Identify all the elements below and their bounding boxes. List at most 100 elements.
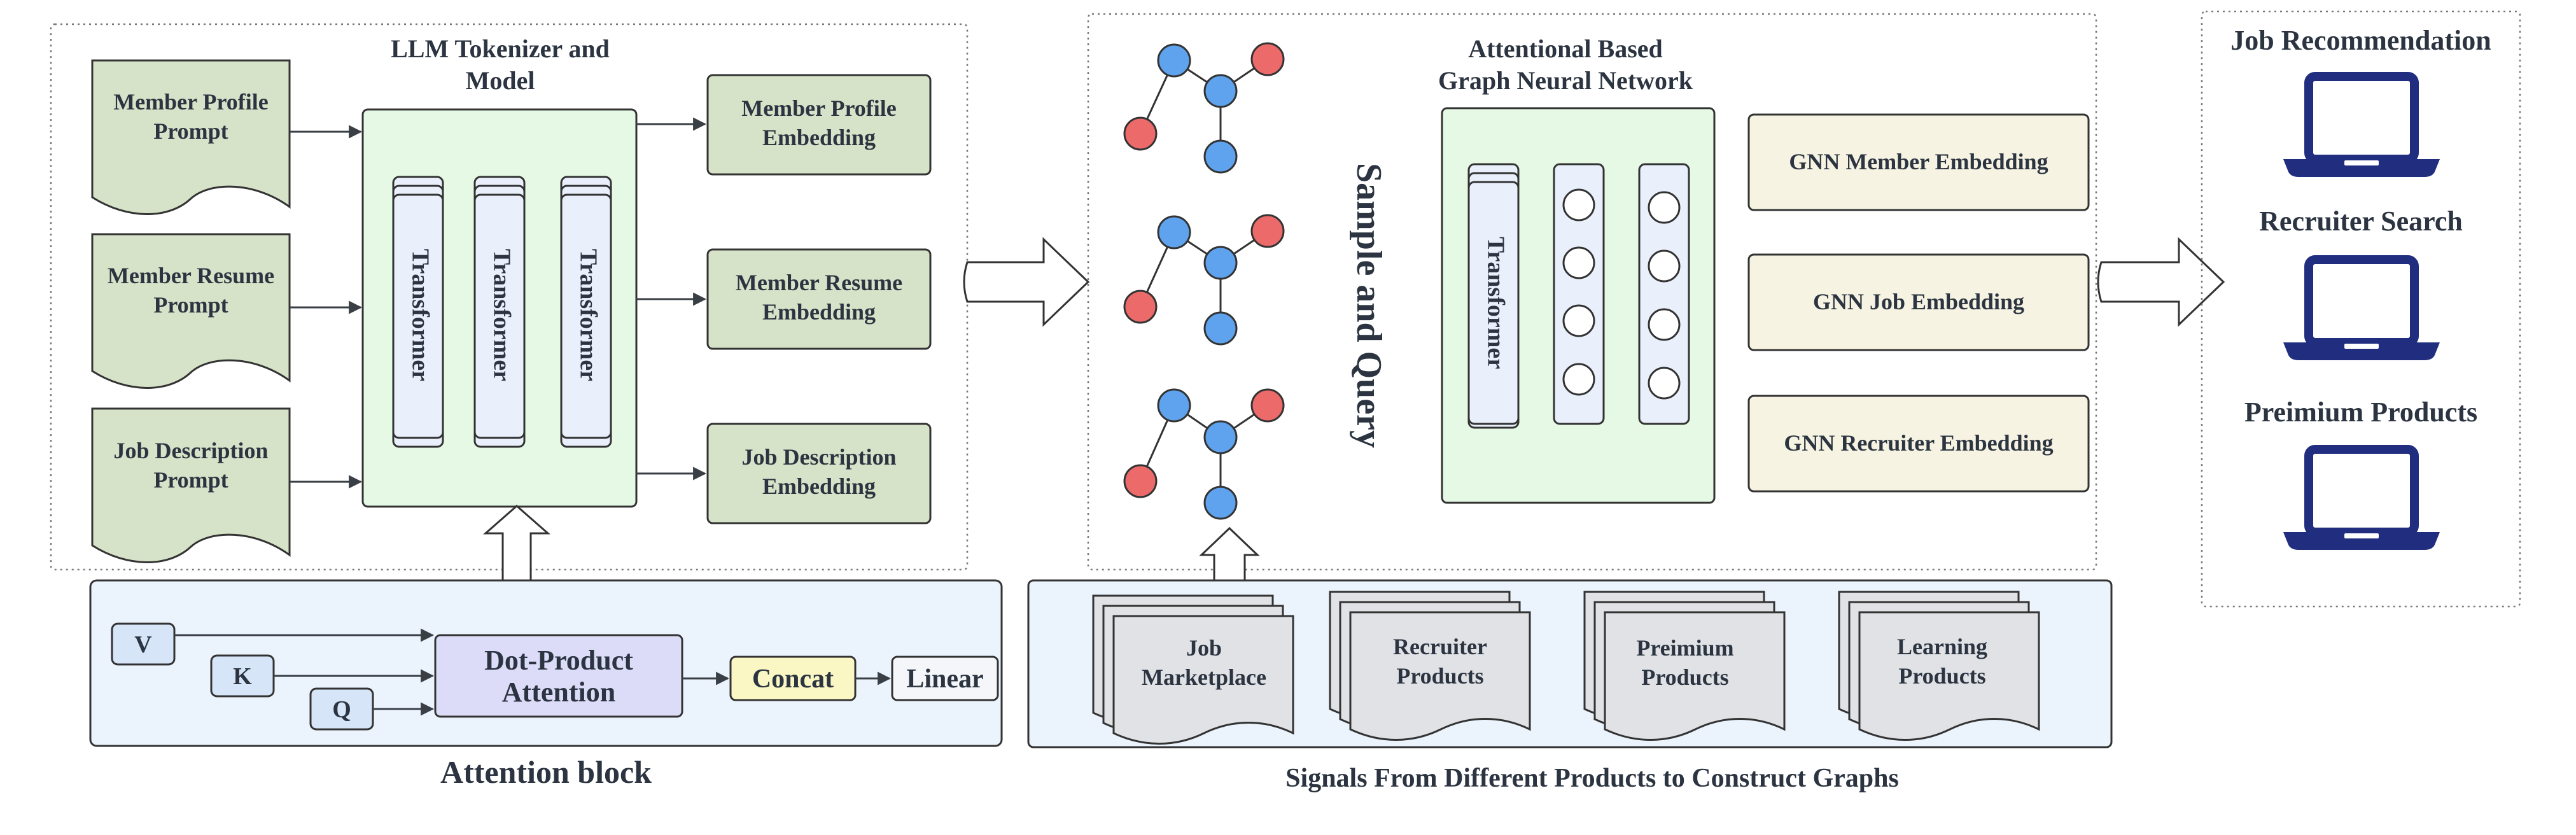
laptop-icon (2283, 255, 2440, 360)
graph-node (1157, 388, 1191, 423)
graph-node (1203, 486, 1238, 520)
up-arrow-signals-to-graphs (1199, 526, 1260, 582)
prompt-label-line2: Prompt (153, 118, 228, 144)
product-label-line2: Marketplace (1142, 664, 1266, 690)
gnn-embedding-label: GNN Recruiter Embedding (1784, 430, 2053, 456)
graph-node (1123, 290, 1158, 324)
gnn-recruiter-embedding: GNN Recruiter Embedding (1747, 395, 2090, 493)
laptop-icon (2283, 72, 2440, 177)
neuron (1562, 246, 1595, 279)
graph-node (1123, 464, 1158, 498)
embedding-label-line2: Embedding (762, 474, 876, 499)
graph-node (1250, 214, 1285, 248)
app-label-recruiter-search: Recruiter Search (2259, 206, 2463, 237)
llm-transformer-2: Transformer (473, 176, 526, 448)
embedding-label-line1: Member Resume (736, 270, 902, 295)
signals-caption: Signals From Different Products to Const… (1285, 764, 1899, 793)
attention-block-caption: Attention block (440, 754, 652, 790)
gnn-embedding-label: GNN Member Embedding (1789, 149, 2048, 174)
product-label-line1: Preimium (1636, 635, 1733, 661)
product-label-line2: Products (1898, 663, 1985, 689)
app-label-job-recommendation: Job Recommendation (2230, 25, 2491, 56)
prompt-member-resume: Member Resume Prompt (91, 233, 291, 389)
gnn-title-line1: Attentional Based (1468, 34, 1663, 63)
graph-node (1203, 139, 1238, 174)
attention-q-box: Q (309, 687, 374, 731)
gnn-transformer: Transformer (1467, 163, 1520, 429)
attention-k-box: K (210, 654, 275, 698)
prompt-label-line1: Member Resume (108, 263, 274, 288)
graph-node (1203, 74, 1238, 108)
neuron (1648, 308, 1681, 341)
graph-node (1250, 388, 1285, 423)
product-label-line1: Learning (1897, 634, 1987, 659)
product-job-marketplace: Job Marketplace (1092, 594, 1294, 745)
graph-sample-3 (1123, 388, 1285, 520)
neuron (1562, 363, 1595, 396)
gnn-job-embedding: GNN Job Embedding (1747, 253, 2090, 351)
product-label-line2: Products (1641, 664, 1728, 690)
graph-sample-1 (1123, 42, 1285, 174)
prompt-label-line1: Job Description (114, 438, 269, 463)
embedding-label-line2: Embedding (762, 125, 876, 150)
llm-title-line1: LLM Tokenizer and (391, 34, 610, 63)
llm-transformer-1: Transformer (392, 176, 444, 448)
product-learning-products: Learning Products (1838, 591, 2040, 741)
neuron (1648, 249, 1681, 283)
product-label-line1: Recruiter (1393, 634, 1487, 659)
graph-node (1157, 215, 1191, 249)
embedding-member-profile: Member Profile Embedding (706, 74, 932, 176)
neuron (1648, 191, 1681, 224)
concat-label: Concat (752, 664, 834, 694)
applications-frame (2201, 10, 2521, 608)
product-preimium-products: Preimium Products (1583, 591, 1786, 741)
dot-product-attention-box: Dot-Product Attention (434, 634, 683, 718)
attention-q-label: Q (332, 696, 351, 723)
prompt-label-line2: Prompt (153, 467, 228, 493)
dot-product-label-line1: Dot-Product (484, 645, 633, 676)
big-arrow-llm-to-gnn (963, 237, 1090, 327)
attention-v-box: V (111, 622, 176, 666)
linear-box: Linear (891, 656, 999, 701)
transformer-label: Transformer (407, 249, 433, 381)
gnn-embedding-label: GNN Job Embedding (1813, 289, 2024, 314)
attention-k-label: K (233, 663, 252, 690)
graph-node (1157, 43, 1191, 78)
graph-node (1203, 420, 1238, 454)
graph-node (1123, 116, 1158, 151)
app-label-preimium-products: Preimium Products (2244, 396, 2477, 428)
transformer-label: Transformer (1482, 237, 1509, 369)
gnn-section-frame (1087, 13, 2097, 571)
graph-node (1203, 311, 1238, 346)
prompt-label-line1: Member Profile (113, 89, 269, 115)
prompt-member-profile: Member Profile Prompt (91, 59, 291, 215)
graph-node (1203, 246, 1238, 280)
laptop-icon (2283, 445, 2440, 550)
embedding-label-line1: Member Profile (741, 95, 897, 121)
transformer-label: Transformer (488, 249, 515, 381)
linear-label: Linear (906, 664, 983, 694)
llm-section-frame (50, 23, 969, 571)
big-arrow-gnn-to-applications (2097, 237, 2225, 327)
product-recruiter-products: Recruiter Products (1329, 591, 1531, 741)
gnn-layer-2 (1638, 163, 1690, 425)
graph-sample-2 (1123, 214, 1285, 346)
neuron (1562, 188, 1595, 221)
dot-product-label-line2: Attention (502, 677, 615, 708)
transformer-label: Transformer (575, 249, 601, 381)
embedding-label-line1: Job Description (742, 444, 897, 470)
attention-v-label: V (134, 631, 152, 658)
gnn-title-line2: Graph Neural Network (1438, 66, 1693, 95)
neuron (1562, 304, 1595, 337)
embedding-member-resume: Member Resume Embedding (706, 248, 932, 350)
gnn-layer-1 (1553, 163, 1605, 425)
llm-transformer-3: Transformer (560, 176, 612, 448)
embedding-label-line2: Embedding (762, 299, 876, 325)
prompt-label-line2: Prompt (153, 292, 228, 318)
neuron (1648, 367, 1681, 400)
prompt-job-description: Job Description Prompt (91, 407, 291, 563)
product-label-line2: Products (1396, 663, 1483, 689)
embedding-job-description: Job Description Embedding (706, 423, 932, 524)
sample-and-query-label: Sample and Query (1349, 163, 1389, 448)
